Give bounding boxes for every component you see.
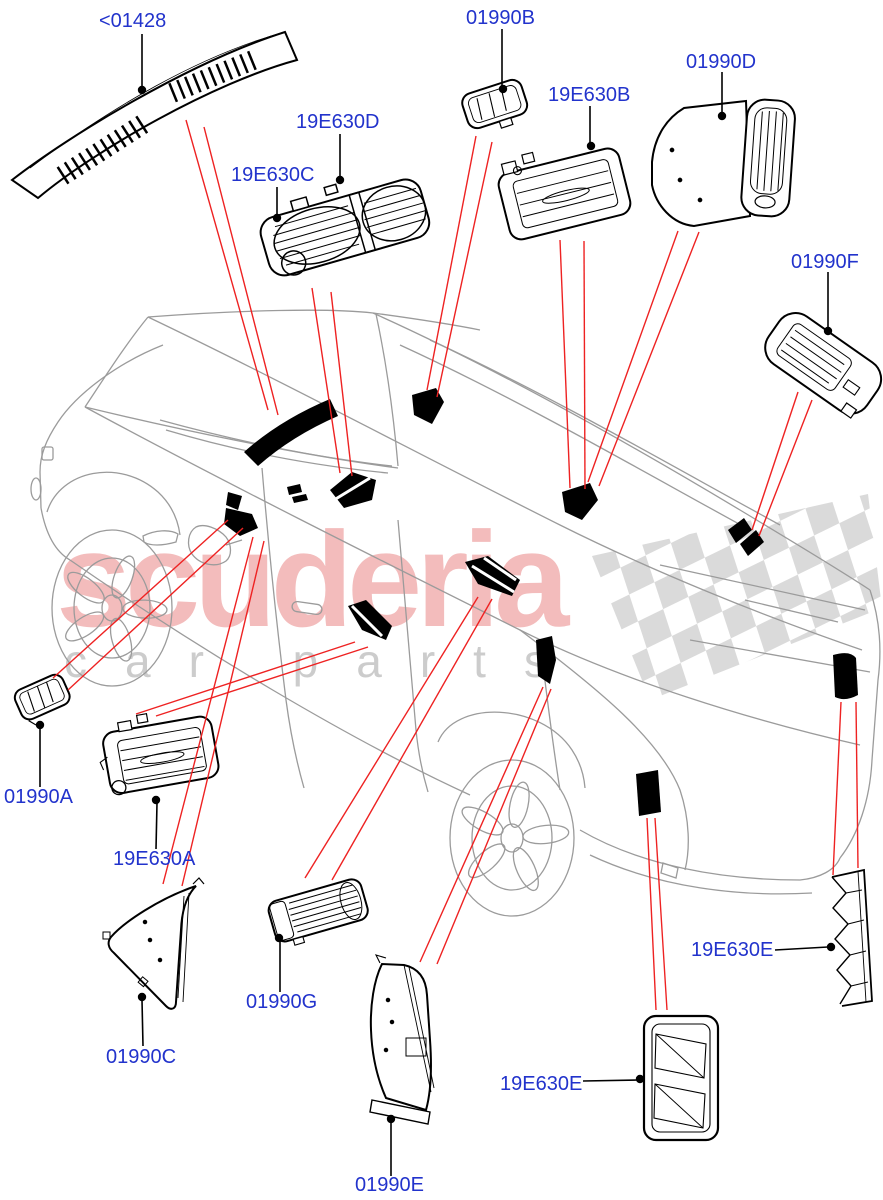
location-mark-roof-front <box>412 388 444 424</box>
part-drawing-19E630E-pillar <box>831 868 873 1007</box>
location-mark-roof-mid <box>562 483 598 520</box>
mark-highlight-stripes <box>333 476 517 638</box>
location-mark-bpillar <box>348 600 392 640</box>
part-drawing-01990B <box>461 78 529 130</box>
part-label-19E630E-tailgate[interactable]: 19E630E <box>500 1073 583 1095</box>
location-mark-apillar <box>224 508 258 536</box>
location-mark-wstrip-1 <box>287 484 302 495</box>
part-drawing-19E630B <box>497 147 632 241</box>
part-drawing-01990D <box>651 98 796 228</box>
location-mark-roof-rear-1 <box>728 518 752 543</box>
location-mark-rear-right <box>833 653 858 700</box>
part-label-19E630C[interactable]: 19E630C <box>231 164 315 186</box>
part-drawing-01990F <box>764 312 883 419</box>
part-drawing-19E630C-D <box>259 178 431 277</box>
part-drawings <box>10 30 883 1142</box>
location-mark-quarter <box>536 636 556 684</box>
red-callout-lines <box>52 119 859 1011</box>
part-drawing-01990G <box>267 878 369 946</box>
label-leader-lines <box>35 29 836 1176</box>
part-label-01990C[interactable]: 01990C <box>106 1046 177 1068</box>
part-label-19E630D[interactable]: 19E630D <box>296 111 380 133</box>
part-drawing-19E630A <box>99 713 220 796</box>
watermark-tagline: car parts <box>64 635 585 687</box>
part-label-01990G[interactable]: 01990G <box>246 991 318 1013</box>
part-drawing-01990A <box>13 673 71 726</box>
location-mark-wstrip-2 <box>292 494 308 503</box>
part-label-01428[interactable]: <01428 <box>99 10 167 32</box>
part-label-01990F[interactable]: 01990F <box>791 251 859 273</box>
location-mark-rear-left <box>636 770 661 816</box>
part-drawing-01990C <box>102 877 205 1010</box>
watermark-checker-flag <box>592 494 882 700</box>
part-label-01990A[interactable]: 01990A <box>4 786 73 808</box>
part-drawing-19E630E-tailgate <box>642 1014 720 1142</box>
part-label-01990B[interactable]: 01990B <box>466 7 535 29</box>
location-mark-cowl <box>244 399 338 466</box>
part-label-19E630B[interactable]: 19E630B <box>548 84 631 106</box>
part-drawing-01990E <box>369 954 435 1125</box>
part-label-19E630E-pillar[interactable]: 19E630E <box>691 939 774 961</box>
part-label-01990E[interactable]: 01990E <box>355 1174 424 1196</box>
part-label-01990D[interactable]: 01990D <box>686 51 757 73</box>
location-mark-apillar-small <box>226 492 242 510</box>
part-label-19E630A[interactable]: 19E630A <box>113 848 196 870</box>
part-drawing-01428 <box>10 30 299 200</box>
location-mark-roof-rear-2 <box>740 530 764 556</box>
